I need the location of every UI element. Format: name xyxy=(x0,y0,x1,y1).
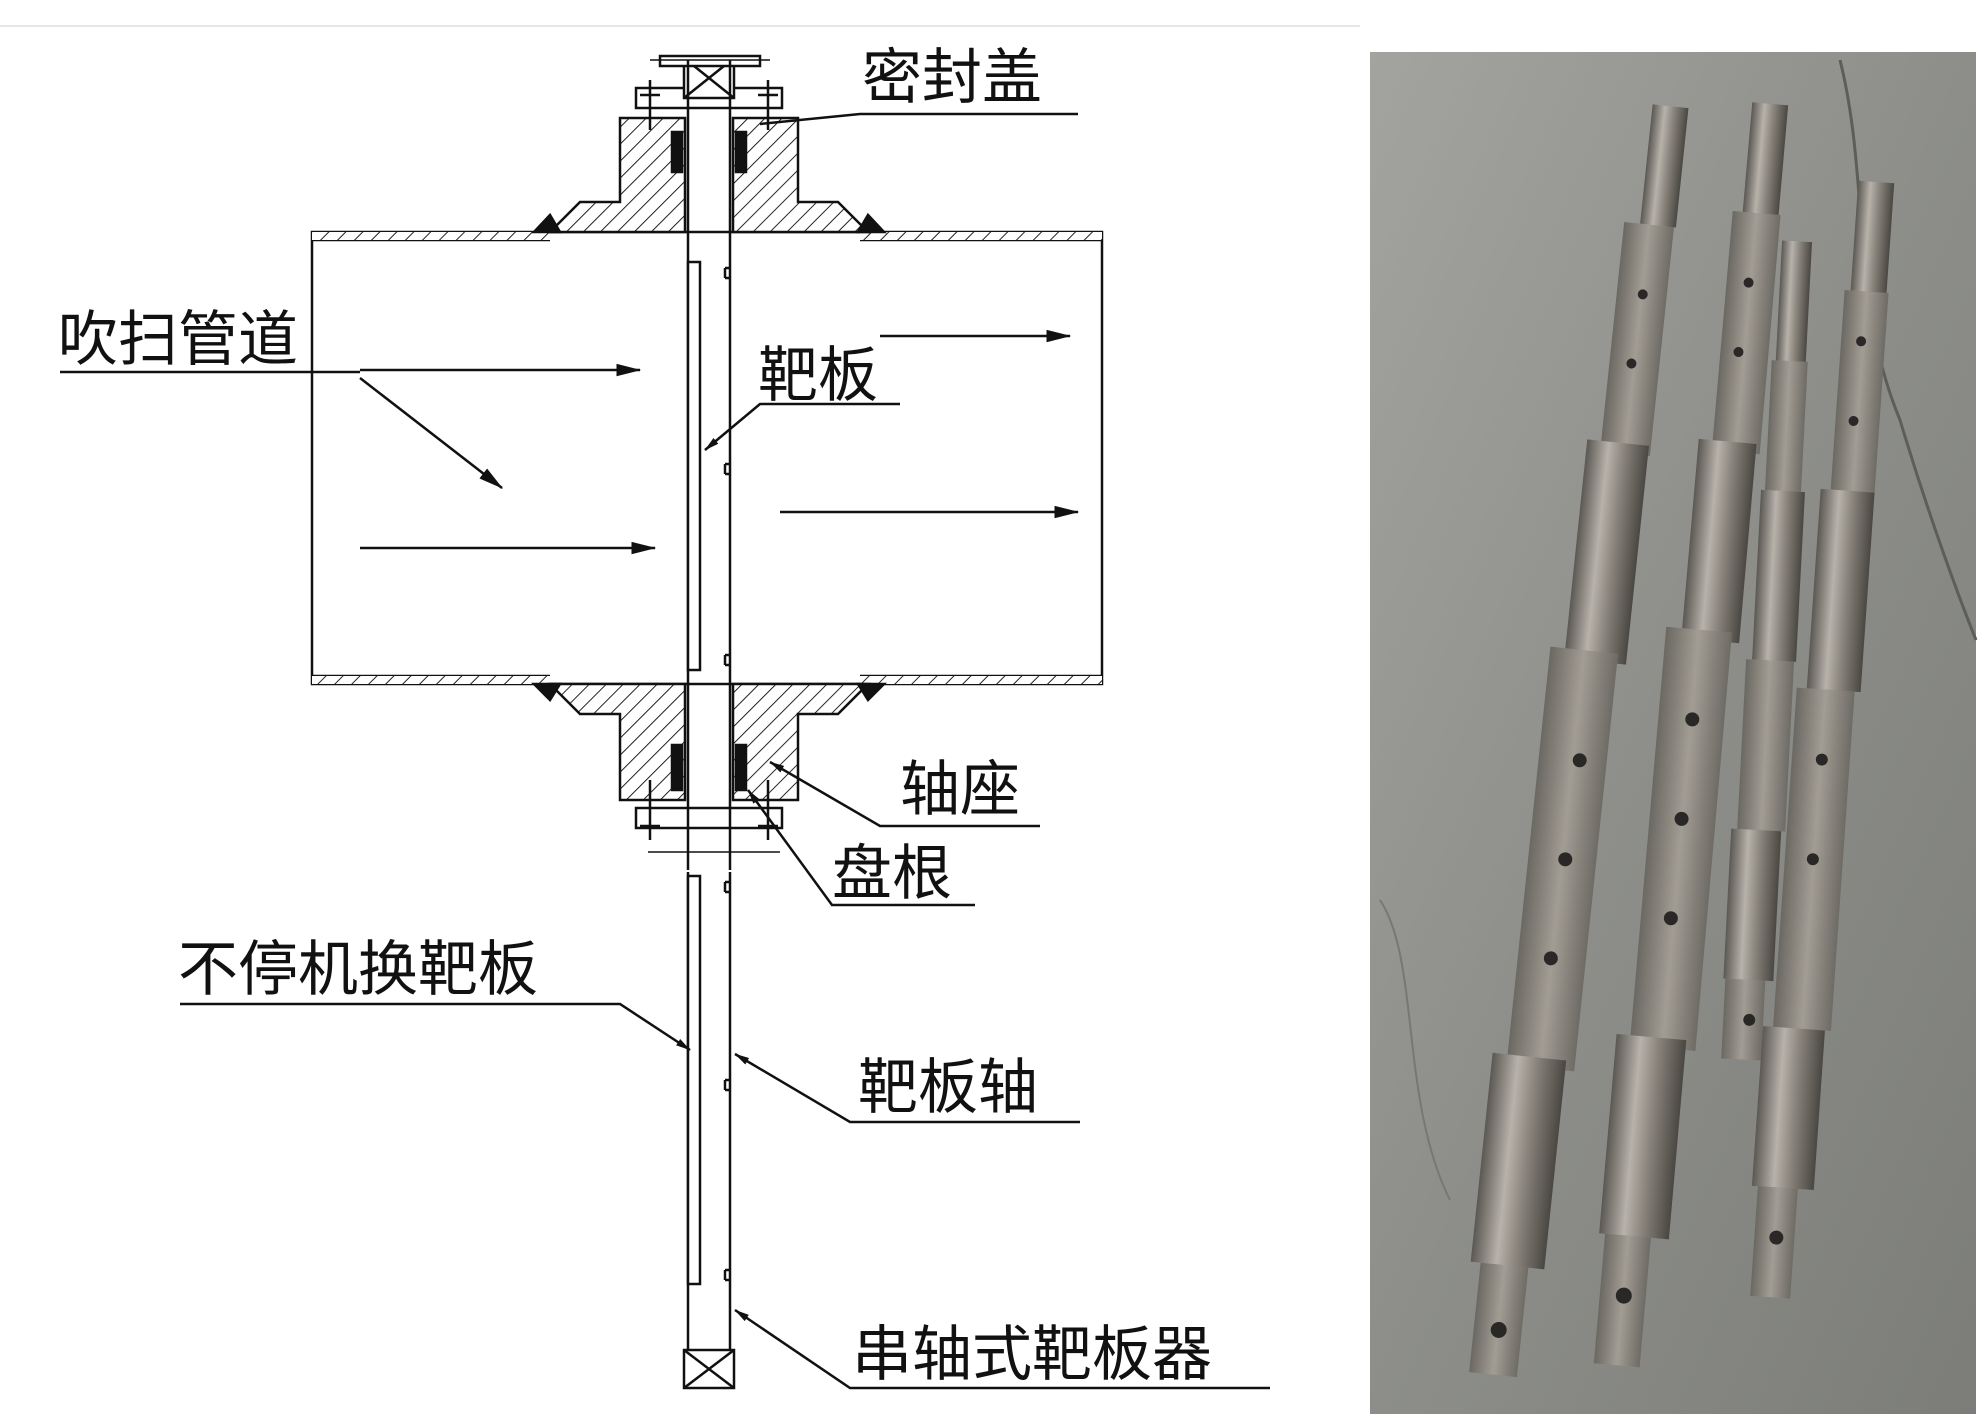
bottom-shaft-seat xyxy=(530,682,888,802)
purge-pipe xyxy=(310,230,1104,686)
label-shaft-type: 串轴式靶板器 xyxy=(852,1320,1212,1390)
label-purge-pipe: 吹扫管道 xyxy=(58,305,298,375)
leader-lines xyxy=(60,112,1270,1390)
label-packing: 盘根 xyxy=(832,839,952,909)
label-bearing-seat: 轴座 xyxy=(900,755,1020,825)
target-shaft-lower xyxy=(682,872,736,1390)
bottom-gland xyxy=(634,780,784,853)
target-shaft-upper xyxy=(686,60,732,870)
label-online-replace: 不停机换靶板 xyxy=(178,935,538,1005)
label-target-shaft: 靶板轴 xyxy=(858,1053,1038,1123)
top-shaft-seat xyxy=(531,116,887,234)
label-seal-cover: 密封盖 xyxy=(862,43,1042,113)
seal-cover xyxy=(634,54,784,130)
label-target-plate: 靶板 xyxy=(758,341,878,411)
target-plate-shafts-photo xyxy=(1370,52,1978,1414)
flow-arrows xyxy=(359,329,1080,555)
